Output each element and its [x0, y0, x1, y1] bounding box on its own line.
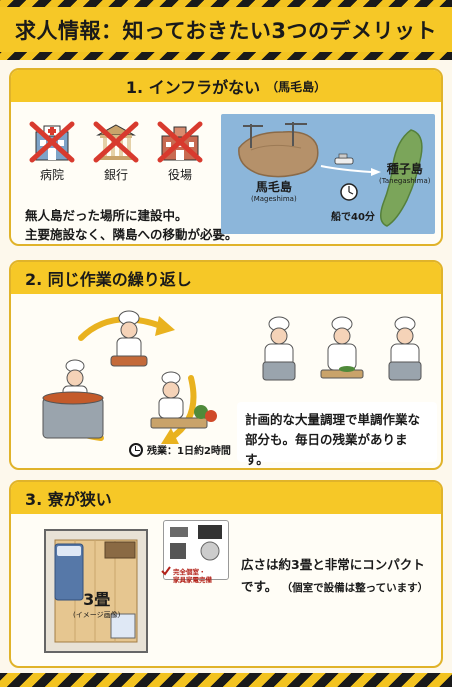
room-floorplan-illustration: [44, 529, 148, 653]
section-title: 2. 同じ作業の繰り返し: [11, 262, 441, 294]
appliances-box: [163, 520, 229, 580]
description-text: です。: [241, 579, 278, 594]
description-line: です。 （個室で設備は整っています）: [241, 576, 437, 599]
description-line: 無人島だった場所に建設中。: [25, 208, 188, 223]
island-map: 馬毛島 (Mageshima) 種子島 (Tanegashima) 船で40分: [221, 114, 435, 234]
hazard-stripe-header: [0, 52, 452, 60]
facility-label: 病院: [39, 168, 64, 182]
island-label-tanegashima: 種子島 (Tanegashima): [379, 160, 430, 185]
description-line: 主要施設なく、隣島への移動が必要。: [25, 227, 238, 242]
section-infrastructure: 1. インフラがない （馬毛島） 病院: [9, 68, 443, 246]
hazard-stripe-bottom: [0, 673, 452, 687]
clock-icon: [129, 442, 143, 457]
cross-mark-icon: [93, 121, 139, 163]
facility-label: 役場: [167, 168, 192, 182]
townhall-icon: [157, 121, 203, 163]
section-title-text: 2. 同じ作業の繰り返し: [25, 270, 192, 289]
facility-bank: 銀行: [91, 121, 141, 183]
island-name-en: (Tanegashima): [379, 177, 431, 185]
section-title: 3. 寮が狭い: [11, 482, 441, 514]
section-description: 広さは約3畳と非常にコンパクト です。 （個室で設備は整っています）: [241, 554, 437, 599]
cross-mark-icon: [157, 121, 203, 163]
room-note: (イメージ画像): [73, 611, 121, 619]
cross-mark-icon: [29, 121, 75, 163]
description-line: 広さは約3畳と非常にコンパクト: [241, 557, 425, 572]
section-title-text: 1. インフラがない: [125, 78, 261, 97]
overtime-text: 残業：1日約2時間: [147, 446, 231, 457]
hazard-stripe-top: [0, 0, 452, 7]
description-line: 計画的な大量調理で単調作業な: [245, 412, 421, 427]
bank-icon: [93, 121, 139, 163]
island-label-mageshima: 馬毛島 (Mageshima): [251, 178, 297, 203]
chefs-line-illustration: [262, 316, 422, 381]
description-note: （個室で設備は整っています）: [281, 582, 429, 594]
section-repetitive-work: 2. 同じ作業の繰り返し: [9, 260, 443, 470]
appliances-note-line: 家具家電完備: [173, 576, 212, 584]
section-title-text: 3. 寮が狭い: [25, 490, 112, 509]
facility-townhall: 役場: [155, 121, 205, 183]
ferry-time: 船で40分: [331, 212, 375, 223]
page-header: 求人情報：知っておきたい3つのデメリット: [0, 7, 452, 52]
description-line: 部分も。毎日の残業があります。: [245, 432, 408, 467]
cooking-cycle-illustration: [42, 310, 217, 444]
page-title: 求人情報：知っておきたい3つのデメリット: [15, 18, 437, 43]
overtime-note: 残業：1日約2時間: [129, 442, 231, 457]
island-name: 種子島: [386, 162, 423, 176]
room-size: 3畳: [83, 590, 111, 609]
section-title: 1. インフラがない （馬毛島）: [11, 70, 441, 102]
section-description: 無人島だった場所に建設中。 主要施設なく、隣島への移動が必要。: [25, 206, 238, 244]
appliances-note-line: 完全個室・: [173, 568, 206, 576]
island-name-en: (Mageshima): [251, 195, 297, 203]
facility-label: 銀行: [103, 168, 128, 182]
appliances-note: 完全個室・ 家具家電完備: [173, 568, 212, 584]
map-illustration: [238, 122, 423, 227]
facility-hospital: 病院: [27, 121, 77, 183]
section-description: 計画的な大量調理で単調作業な 部分も。毎日の残業があります。: [237, 402, 437, 467]
island-name: 馬毛島: [255, 180, 292, 194]
room-size-label: 3畳 (イメージ画像): [73, 586, 120, 620]
hospital-icon: [29, 121, 75, 163]
section-small-dorm: 3. 寮が狭い 3畳 (イメージ画像) 完全個室・ 家具家電完備 広さは約3畳と…: [9, 480, 443, 668]
section-subtitle: （馬毛島）: [266, 79, 327, 94]
appliances-icon: [170, 525, 222, 561]
check-icon: [161, 566, 171, 576]
